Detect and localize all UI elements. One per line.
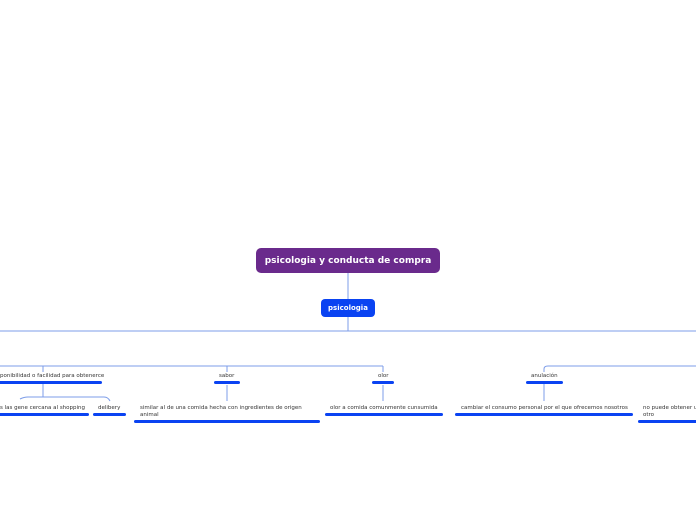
- topic-olor-desc[interactable]: olor a comida comunmente cunsumida: [330, 405, 438, 411]
- topic-delivery[interactable]: delibery: [98, 405, 121, 411]
- main-topic-psicologia[interactable]: psicologia: [321, 299, 375, 317]
- topic-otro-underline: [638, 420, 696, 423]
- topic-disponibilidad-underline: [0, 381, 102, 384]
- topic-tiendas-underline: [0, 413, 89, 416]
- topic-olor[interactable]: olor: [378, 373, 389, 379]
- topic-delivery-underline: [93, 413, 126, 416]
- topic-anulacion[interactable]: anulación: [531, 373, 558, 379]
- root-topic[interactable]: psicologia y conducta de compra: [256, 248, 440, 273]
- topic-otro[interactable]: no puede obtener un otro: [643, 405, 696, 418]
- topic-tiendas[interactable]: s las gene cercana al shopping: [0, 405, 86, 411]
- topic-sabor-desc[interactable]: similar al de una comida hecha con ingre…: [140, 405, 302, 418]
- topic-sabor[interactable]: sabor: [219, 373, 235, 379]
- topic-anulacion-desc[interactable]: cambiar el consumo personal por el que o…: [461, 405, 628, 411]
- topic-anulacion-underline: [526, 381, 563, 384]
- topic-olor-desc-underline: [325, 413, 443, 416]
- main-topic-label: psicologia: [328, 304, 368, 312]
- topic-olor-underline: [372, 381, 394, 384]
- topic-sabor-underline: [214, 381, 240, 384]
- topic-anulacion-desc-underline: [455, 413, 633, 416]
- topic-sabor-desc-underline: [134, 420, 320, 423]
- root-topic-label: psicologia y conducta de compra: [264, 255, 432, 266]
- topic-disponibilidad[interactable]: ponibilidad o facilidad para obtenerce: [0, 373, 105, 379]
